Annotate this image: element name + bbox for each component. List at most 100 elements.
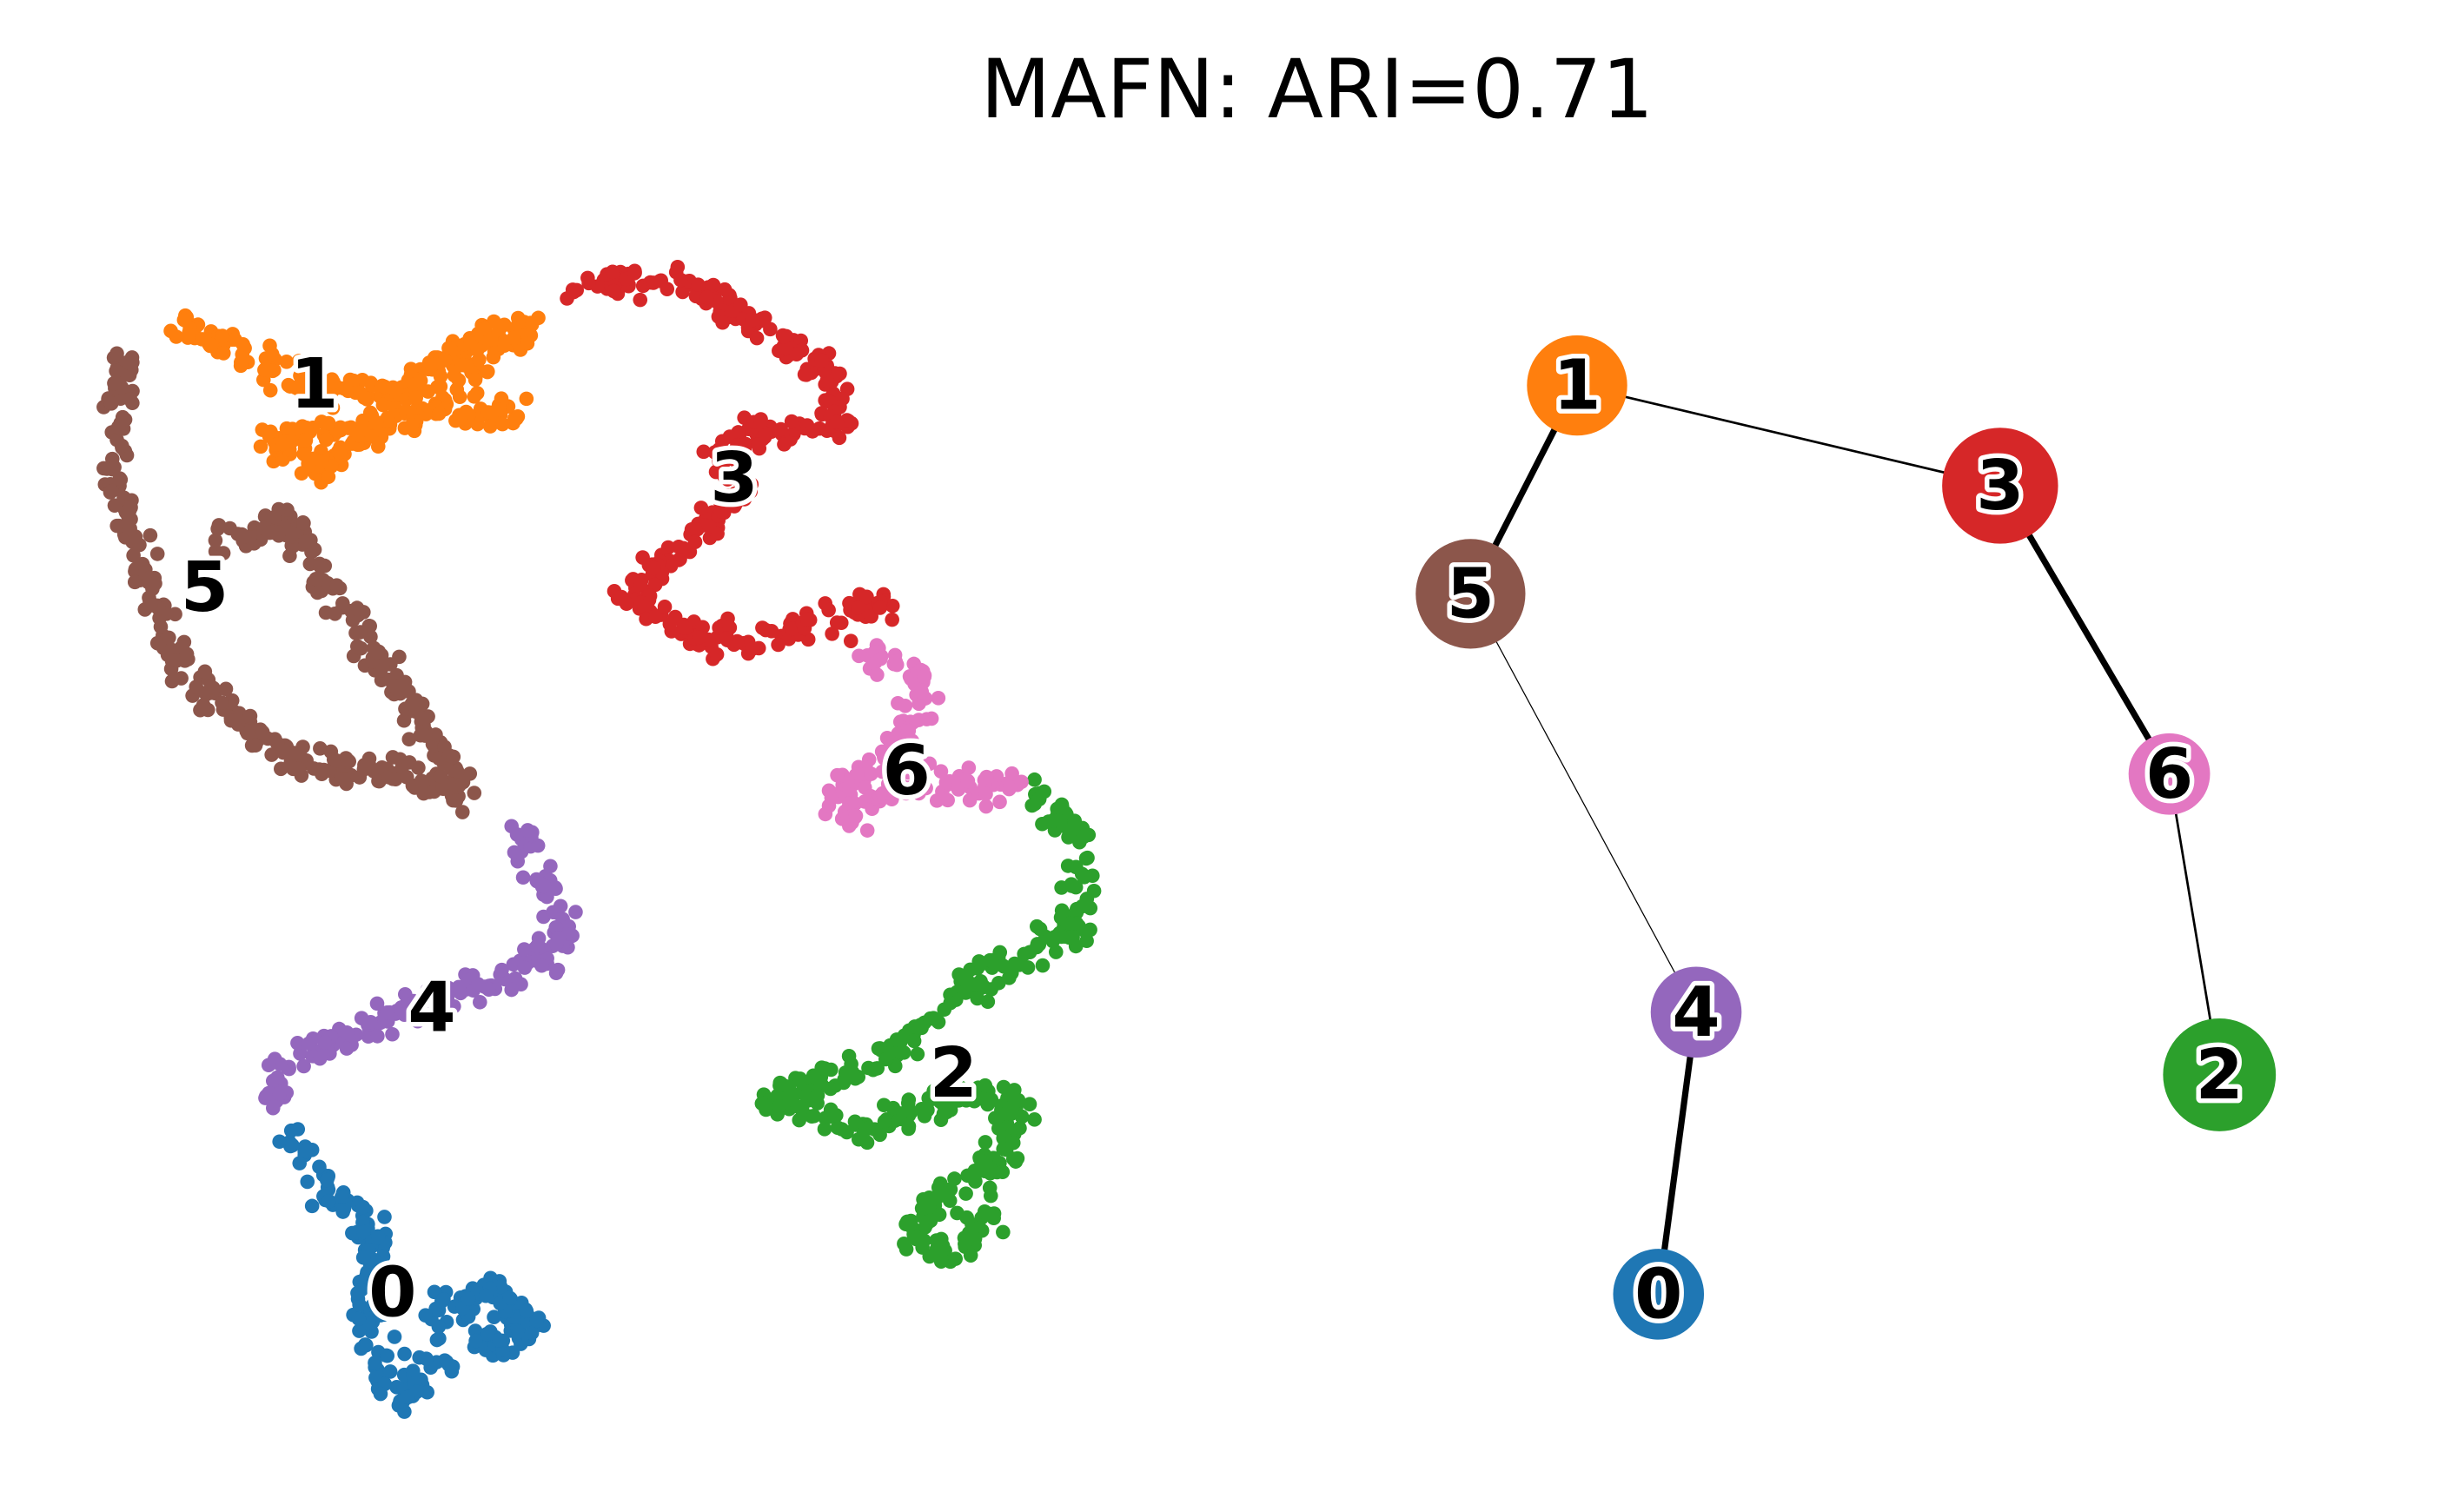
scatter-point bbox=[720, 493, 736, 508]
scatter-point bbox=[255, 725, 270, 739]
scatter-point bbox=[1032, 921, 1048, 937]
graph-node-label-3: 3 bbox=[1976, 445, 2024, 526]
scatter-point bbox=[515, 870, 531, 885]
graph-node-1: 1 bbox=[1527, 335, 1627, 436]
scatter-point bbox=[606, 283, 621, 299]
scatter-point bbox=[455, 774, 471, 790]
scatter-point bbox=[687, 534, 703, 549]
scatter-point bbox=[839, 1124, 854, 1140]
scatter-point bbox=[321, 469, 336, 484]
scatter-point bbox=[951, 967, 966, 982]
scatter-point bbox=[646, 560, 661, 576]
scatter-point bbox=[420, 983, 434, 998]
scatter-point bbox=[468, 1333, 483, 1349]
scatter-point bbox=[1065, 930, 1080, 945]
scatter-point bbox=[263, 424, 278, 440]
scatter-point bbox=[859, 589, 874, 605]
scatter-point bbox=[712, 442, 726, 457]
graph-node-3: 3 bbox=[1942, 428, 2058, 544]
scatter-point bbox=[369, 645, 385, 660]
graph-node-label-1: 1 bbox=[1553, 345, 1601, 426]
scatter-point bbox=[494, 962, 509, 978]
scatter-point bbox=[1072, 834, 1087, 850]
scatter-point bbox=[317, 1035, 333, 1050]
scatter-point bbox=[920, 1103, 935, 1117]
scatter-point bbox=[967, 1231, 983, 1246]
scatter-point bbox=[352, 1297, 367, 1312]
scatter-point bbox=[859, 823, 875, 838]
scatter-point bbox=[647, 577, 663, 593]
scatter-point bbox=[810, 1088, 825, 1103]
scatter-point bbox=[467, 372, 483, 388]
scatter-point bbox=[823, 1102, 839, 1117]
scatter-point bbox=[753, 414, 768, 430]
scatter-point bbox=[296, 1058, 311, 1074]
scatter-point bbox=[349, 601, 365, 617]
scatter-point bbox=[978, 799, 994, 814]
scatter-point bbox=[566, 284, 581, 300]
scatter-point bbox=[830, 767, 845, 783]
scatter-point bbox=[794, 1101, 810, 1116]
graph-node-circle bbox=[2128, 733, 2211, 815]
scatter-point bbox=[534, 958, 549, 973]
scatter-point bbox=[223, 713, 239, 728]
scatter-point bbox=[996, 1224, 1011, 1240]
scatter-point bbox=[300, 1174, 315, 1190]
scatter-point bbox=[805, 424, 820, 439]
scatter-point bbox=[433, 368, 448, 384]
scatter-point bbox=[122, 355, 136, 371]
scatter-point bbox=[898, 699, 913, 713]
scatter-point bbox=[272, 1057, 288, 1071]
scatter-point bbox=[357, 758, 372, 773]
scatter-point bbox=[943, 1103, 958, 1117]
scatter-point bbox=[825, 627, 839, 641]
scatter-point bbox=[380, 414, 394, 429]
scatter-point bbox=[829, 615, 845, 630]
scatter-point bbox=[340, 753, 355, 768]
scatter-point bbox=[633, 292, 648, 308]
scatter-point bbox=[484, 332, 499, 347]
scatter-point bbox=[351, 1311, 367, 1326]
scatter-point bbox=[824, 790, 839, 806]
scatter-point bbox=[976, 1091, 991, 1106]
scatter-point bbox=[401, 684, 416, 700]
scatter-point bbox=[369, 996, 385, 1011]
scatter-point bbox=[275, 745, 291, 760]
cluster-1-points bbox=[163, 308, 546, 490]
scatter-point bbox=[619, 596, 634, 612]
scatter-point bbox=[443, 342, 459, 357]
scatter-point bbox=[517, 960, 533, 975]
scatter-point bbox=[730, 438, 745, 453]
graph-edge-4-0 bbox=[1655, 1011, 1700, 1295]
scatter-point bbox=[233, 358, 249, 374]
scatter-point bbox=[385, 750, 401, 765]
scatter-point bbox=[806, 1109, 821, 1124]
scatter-point bbox=[404, 417, 420, 433]
scatter-point bbox=[123, 500, 138, 515]
scatter-point bbox=[377, 1300, 392, 1316]
scatter-point bbox=[757, 426, 772, 441]
scatter-point bbox=[896, 1045, 911, 1060]
scatter-point bbox=[1035, 958, 1051, 973]
graph-node-circle bbox=[1415, 539, 1526, 649]
scatter-point bbox=[270, 1070, 285, 1085]
scatter-point bbox=[1014, 774, 1029, 790]
scatter-point bbox=[1003, 778, 1018, 793]
scatter-point bbox=[898, 1242, 914, 1257]
scatter-point bbox=[326, 375, 341, 390]
scatter-point bbox=[421, 384, 435, 399]
scatter-point bbox=[236, 529, 252, 544]
scatter-point bbox=[958, 1186, 973, 1201]
scatter-point bbox=[189, 680, 204, 694]
scatter-point bbox=[688, 288, 704, 304]
graph-node-label-2: 2 bbox=[2196, 1034, 2244, 1115]
scatter-point bbox=[1045, 812, 1061, 828]
graph-node-circle bbox=[1942, 428, 2058, 544]
scatter-point bbox=[568, 905, 583, 919]
scatter-point bbox=[885, 1100, 901, 1116]
scatter-point bbox=[1047, 929, 1063, 945]
scatter-point bbox=[901, 1092, 917, 1107]
scatter-point bbox=[312, 1051, 328, 1066]
